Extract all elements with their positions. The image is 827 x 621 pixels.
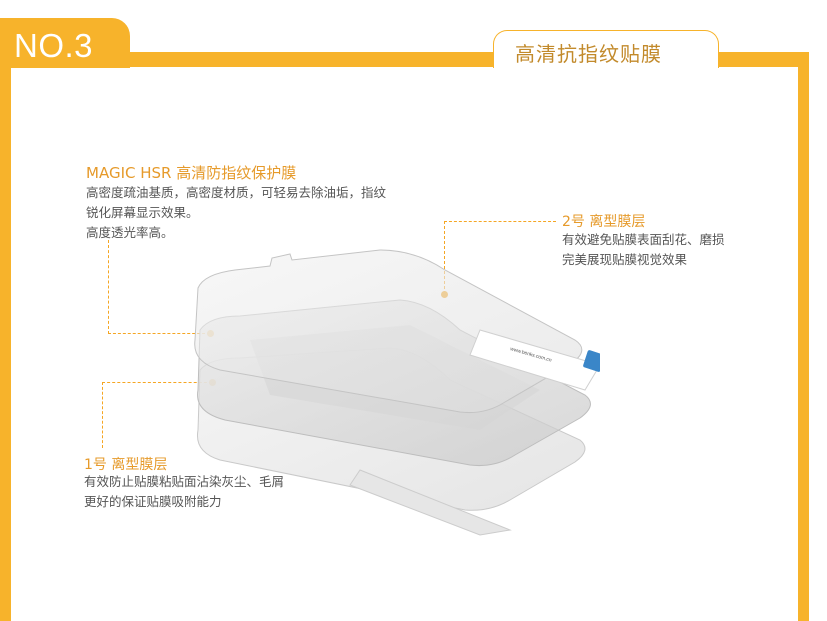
layer2-description: 有效避免贴膜表面刮花、磨损 完美展现贴膜视觉效果 — [562, 230, 725, 270]
leader-line-layer2-vertical — [444, 221, 445, 294]
leader-line-layer2-horizontal — [444, 221, 556, 222]
leader-line-magic-vertical — [108, 240, 109, 334]
layer1-title: 1号 离型膜层 — [84, 457, 168, 473]
release-film-layer-2 — [194, 249, 583, 413]
magic-film-description: 高密度疏油基质，高密度材质，可轻易去除油垢，指纹 锐化屏幕显示效果。 高度透光率… — [86, 183, 386, 243]
pull-tab-label: www.benks.com.cn — [469, 329, 600, 391]
leader-line-layer1-vertical — [102, 382, 103, 448]
frame-left-border — [0, 52, 11, 621]
magic-desc-line: 高度透光率高。 — [86, 225, 174, 240]
layer2-title: 2号 离型膜层 — [562, 214, 646, 230]
number-tab — [0, 18, 130, 68]
layer2-desc-line: 有效避免贴膜表面刮花、磨损 — [562, 232, 725, 247]
leader-line-layer1-horizontal — [102, 382, 212, 383]
number-label: NO.3 — [14, 27, 94, 64]
magic-desc-line: 高密度疏油基质，高密度材质，可轻易去除油垢，指纹 — [86, 185, 387, 200]
layer1-description: 有效防止贴膜粘贴面沾染灰尘、毛屑 更好的保证贴膜吸附能力 — [84, 472, 284, 512]
magic-film-title: MAGIC HSR 高清防指纹保护膜 — [86, 164, 297, 182]
leader-line-magic-horizontal — [108, 333, 210, 334]
section-title: 高清抗指纹贴膜 — [515, 42, 662, 66]
layer1-desc-line: 更好的保证贴膜吸附能力 — [84, 494, 222, 509]
film-layers-illustration: www.benks.com.cn — [194, 249, 600, 536]
magic-desc-line: 锐化屏幕显示效果。 — [86, 205, 199, 220]
layer1-desc-line: 有效防止贴膜粘贴面沾染灰尘、毛屑 — [84, 474, 285, 489]
layer2-desc-line: 完美展现贴膜视觉效果 — [562, 252, 688, 267]
frame-right-border — [798, 52, 809, 621]
